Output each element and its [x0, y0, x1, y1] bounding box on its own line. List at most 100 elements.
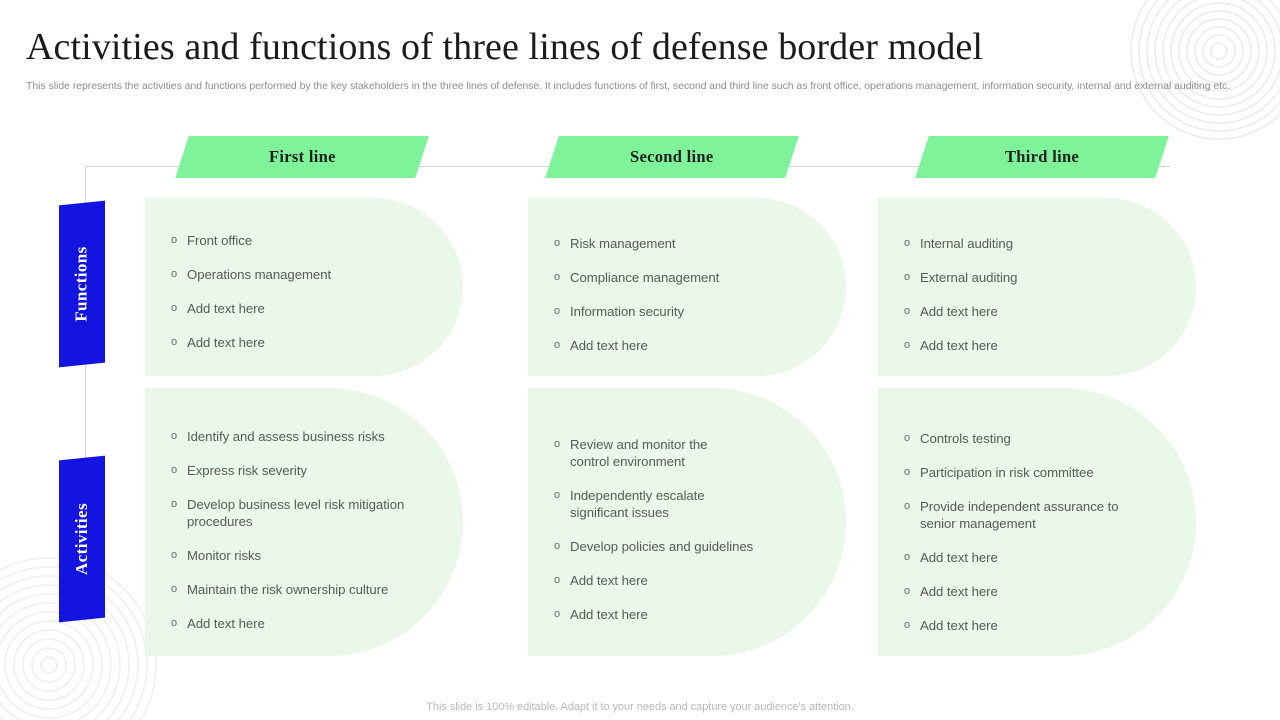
bullet-marker-icon: o: [904, 466, 911, 478]
bullet-item: o Add text here: [904, 617, 1170, 634]
bullet-text: Add text here: [920, 550, 998, 565]
bullet-text: Identify and assess business risks: [187, 429, 385, 444]
bullet-item: o Add text here: [171, 615, 437, 632]
bullet-item: o Monitor risks: [171, 547, 437, 564]
row-label-text: Activities: [72, 503, 92, 575]
bullet-item: o Add text here: [904, 337, 1170, 354]
bullet-marker-icon: o: [904, 271, 911, 283]
bullet-marker-icon: o: [904, 305, 911, 317]
bullet-marker-icon: o: [171, 234, 178, 246]
bullet-text: Operations management: [187, 267, 332, 282]
bullet-item: o Identify and assess business risks: [171, 428, 437, 445]
bullet-marker-icon: o: [554, 540, 561, 552]
concentric-rings-decoration-icon: [1124, 0, 1280, 146]
bullet-marker-icon: o: [904, 339, 911, 351]
bullet-item: o Maintain the risk ownership culture: [171, 581, 437, 598]
page-title: Activities and functions of three lines …: [26, 26, 984, 68]
row-label-activities[interactable]: Activities: [59, 455, 105, 623]
column-header-label: First line: [268, 147, 336, 166]
bullet-text: Add text here: [920, 338, 998, 353]
bullet-marker-icon: o: [554, 339, 561, 351]
bullet-text: Front office: [187, 233, 253, 248]
row-label-text: Functions: [72, 246, 91, 322]
bullet-text: Express risk severity: [187, 463, 307, 478]
bullet-marker-icon: o: [554, 237, 561, 249]
bullet-text: Risk management: [570, 236, 676, 251]
bullet-text: External auditing: [920, 270, 1018, 285]
bullet-marker-icon: o: [171, 268, 178, 280]
bullet-text: Review and monitor the control environme…: [570, 437, 708, 469]
bullet-text: Add text here: [570, 573, 648, 588]
bullet-item: o Front office: [171, 232, 437, 249]
bullet-item: o Operations management: [171, 266, 437, 283]
bullet-marker-icon: o: [171, 498, 178, 510]
bullet-text: Add text here: [570, 338, 648, 353]
bullet-item: o Express risk severity: [171, 462, 437, 479]
bullet-marker-icon: o: [554, 271, 561, 283]
column-header-third-line[interactable]: Third line: [915, 136, 1169, 178]
bullet-marker-icon: o: [171, 302, 178, 314]
bullet-item: o Risk management: [554, 235, 820, 252]
bullet-marker-icon: o: [904, 500, 911, 512]
bullet-list: o Review and monitor the control environm…: [554, 410, 820, 623]
bullet-text: Add text here: [920, 618, 998, 633]
column-header-label: Third line: [1004, 147, 1080, 166]
bullet-text: Controls testing: [920, 431, 1011, 446]
bullet-marker-icon: o: [171, 464, 178, 476]
bullet-text: Monitor risks: [187, 548, 262, 563]
bullet-item: o Provide independent assurance to senior…: [904, 498, 1170, 532]
bullet-text: Independently escalate significant issue…: [570, 488, 705, 520]
bullet-marker-icon: o: [554, 305, 561, 317]
footer-note: This slide is 100% editable. Adapt it to…: [426, 701, 854, 713]
bullet-item: o Controls testing: [904, 430, 1170, 447]
bullet-marker-icon: o: [554, 489, 561, 501]
connector-line-vertical: [85, 166, 86, 621]
bullet-item: o Compliance management: [554, 269, 820, 286]
column-header-second-line[interactable]: Second line: [545, 136, 799, 178]
bullet-text: Add text here: [920, 584, 998, 599]
bullet-text: Develop policies and guidelines: [570, 539, 754, 554]
bullet-marker-icon: o: [904, 432, 911, 444]
bullet-item: o Add text here: [171, 300, 437, 317]
bullet-marker-icon: o: [904, 237, 911, 249]
bullet-item: o Add text here: [554, 572, 820, 589]
bullet-item: o External auditing: [904, 269, 1170, 286]
bullet-marker-icon: o: [904, 551, 911, 563]
card-activities-second-line[interactable]: o Review and monitor the control environm…: [528, 388, 846, 656]
bullet-marker-icon: o: [554, 574, 561, 586]
bullet-marker-icon: o: [171, 430, 178, 442]
bullet-item: o Add text here: [904, 549, 1170, 566]
row-label-functions[interactable]: Functions: [59, 200, 105, 368]
page-subtitle: This slide represents the activities and…: [26, 80, 1231, 92]
bullet-item: o Independently escalate significant issu…: [554, 487, 820, 521]
bullet-text: Maintain the risk ownership culture: [187, 582, 389, 597]
bullet-marker-icon: o: [904, 619, 911, 631]
bullet-text: Internal auditing: [920, 236, 1013, 251]
bullet-text: Add text here: [187, 301, 265, 316]
bullet-text: Provide independent assurance to senior …: [920, 499, 1119, 531]
bullet-item: o Add text here: [554, 337, 820, 354]
bullet-marker-icon: o: [171, 549, 178, 561]
bullet-text: Add text here: [187, 616, 265, 631]
column-header-first-line[interactable]: First line: [175, 136, 429, 178]
bullet-marker-icon: o: [171, 583, 178, 595]
bullet-text: Compliance management: [570, 270, 720, 285]
bullet-marker-icon: o: [171, 617, 178, 629]
